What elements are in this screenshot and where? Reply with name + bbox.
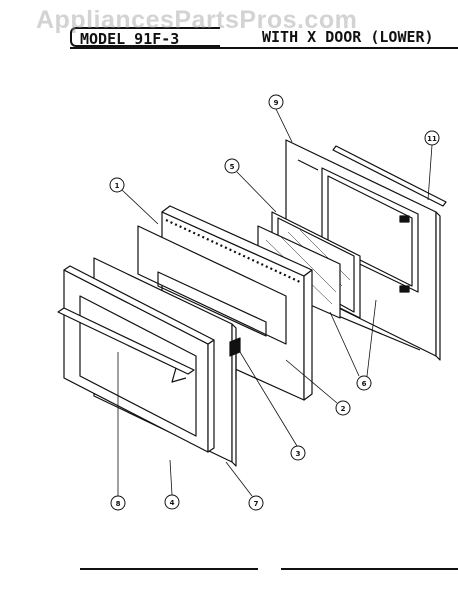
leader-line-6a	[329, 311, 360, 377]
leader-line-1	[121, 189, 159, 225]
leader-line-5	[236, 171, 277, 213]
leader-line-4	[169, 459, 173, 496]
callout-8: 8	[110, 495, 126, 511]
callout-9: 9	[268, 94, 284, 110]
callout-4: 4	[164, 494, 180, 510]
leader-lines	[117, 108, 433, 497]
model-label: MODEL 91F-3	[70, 27, 220, 48]
leader-line-2	[285, 359, 338, 404]
svg-text:8: 8	[116, 500, 121, 508]
svg-text:2: 2	[341, 405, 346, 413]
svg-text:3: 3	[296, 450, 301, 458]
leader-line-3	[239, 351, 298, 447]
header-rule	[70, 47, 458, 49]
svg-text:4: 4	[170, 499, 175, 507]
svg-text:11: 11	[427, 135, 437, 143]
callout-11: 11	[424, 130, 440, 146]
callout-3: 3	[290, 445, 306, 461]
leader-line-6b	[366, 299, 377, 377]
door-label: WITH X DOOR (LOWER)	[262, 28, 434, 46]
callout-5: 5	[224, 158, 240, 174]
svg-text:7: 7	[254, 500, 259, 508]
svg-text:6: 6	[362, 380, 367, 388]
svg-text:1: 1	[115, 182, 120, 190]
door-handle	[57, 307, 195, 383]
svg-text:5: 5	[230, 163, 235, 171]
callout-2: 2	[335, 400, 351, 416]
svg-text:9: 9	[274, 99, 279, 107]
top-trim-strip	[332, 145, 447, 207]
leader-line-11	[427, 144, 433, 201]
leader-line-9	[275, 108, 293, 143]
front-liner-sheet	[137, 225, 287, 345]
callout-6: 6	[356, 375, 372, 391]
footer-rule-right	[281, 568, 458, 570]
leader-line-7	[225, 461, 253, 497]
footer-rule-left	[80, 568, 258, 570]
inner-door-panel	[285, 139, 441, 361]
callout-7: 7	[248, 495, 264, 511]
callout-1: 1	[109, 177, 125, 193]
